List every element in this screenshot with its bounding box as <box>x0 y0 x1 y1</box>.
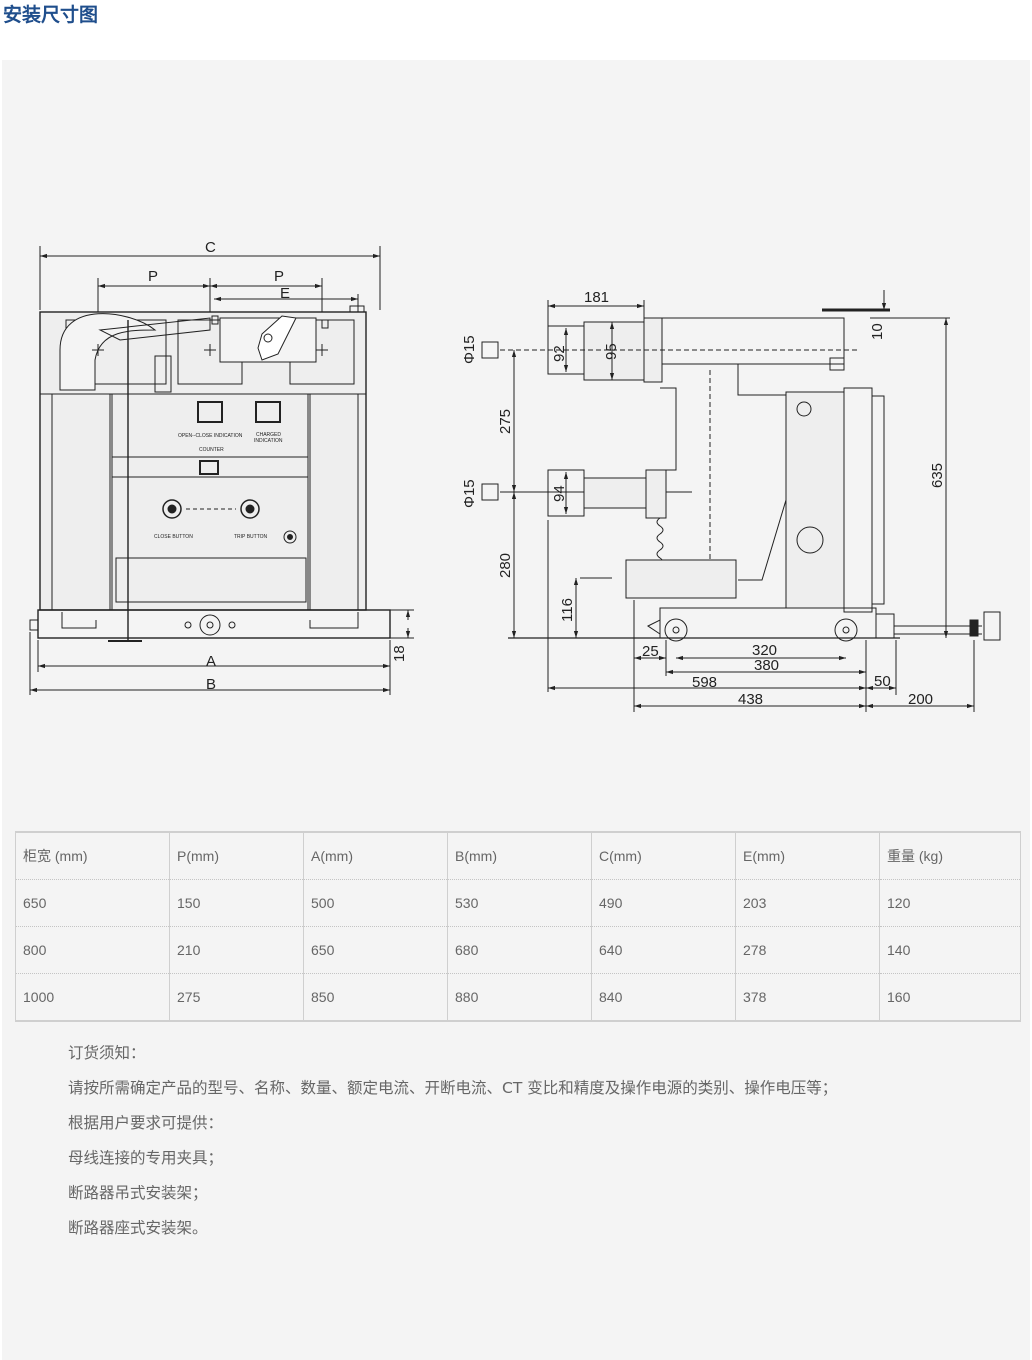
dim-18-label: 18 <box>391 645 408 662</box>
notes-line: 断路器吊式安装架； <box>68 1184 208 1202</box>
trip-button-label: TRIP BUTTON <box>234 534 268 540</box>
dim-200-label: 200 <box>908 691 933 708</box>
notes-heading: 订货须知： <box>68 1044 146 1062</box>
table-cell: 680 <box>447 926 592 974</box>
dim-320-label: 320 <box>752 642 777 659</box>
table-row: 800 210 650 680 640 278 140 <box>15 926 1021 974</box>
phi15-upper-label: Φ15 <box>461 335 478 364</box>
dim-25-label: 25 <box>642 643 659 660</box>
table-cell: 640 <box>591 926 736 974</box>
dim-50-label: 50 <box>874 673 891 690</box>
table-cell: 880 <box>447 973 592 1021</box>
notes-line: 断路器座式安装架。 <box>68 1219 208 1237</box>
table-cell: 1000 <box>15 973 170 1021</box>
table-header-cell: B(mm) <box>447 832 592 880</box>
installation-drawing: C P P E A B 18 OPEN--CLOSE INDICATION CH… <box>29 239 1001 712</box>
page-title: 安装尺寸图 <box>3 4 99 26</box>
table-cell: 650 <box>15 879 170 927</box>
table-header-cell: 柜宽 (mm) <box>15 832 170 880</box>
dim-280-label: 280 <box>497 553 514 578</box>
content-panel <box>2 60 1030 1360</box>
dim-10-label: 10 <box>869 323 886 340</box>
dim-635-label: 635 <box>929 463 946 488</box>
table-cell: 530 <box>447 879 592 927</box>
table-cell: 210 <box>169 926 304 974</box>
table-header-cell: P(mm) <box>169 832 304 880</box>
spec-table: 柜宽 (mm) P(mm) A(mm) B(mm) C(mm) E(mm) 重量… <box>15 831 1021 1022</box>
table-cell: 278 <box>735 926 880 974</box>
dim-94-label: 94 <box>551 485 568 502</box>
dim-598-label: 598 <box>692 674 717 691</box>
table-cell: 500 <box>303 879 448 927</box>
table-header-row: 柜宽 (mm) P(mm) A(mm) B(mm) C(mm) E(mm) 重量… <box>15 832 1021 880</box>
table-cell: 490 <box>591 879 736 927</box>
dim-p1-label: P <box>148 268 158 285</box>
table-cell: 850 <box>303 973 448 1021</box>
dim-380-label: 380 <box>754 657 779 674</box>
side-view <box>481 290 1001 712</box>
table-row: 650 150 500 530 490 203 120 <box>15 879 1021 927</box>
close-button-label: CLOSE BUTTON <box>154 534 193 540</box>
table-cell: 120 <box>879 879 1021 927</box>
table-cell: 160 <box>879 973 1021 1021</box>
front-view <box>29 246 414 695</box>
dim-c-label: C <box>205 239 216 256</box>
dim-438-label: 438 <box>738 691 763 708</box>
notes-line: 请按所需确定产品的型号、名称、数量、额定电流、开断电流、CT 变比和精度及操作电… <box>68 1079 838 1097</box>
dim-e-label: E <box>280 285 290 302</box>
table-cell: 275 <box>169 973 304 1021</box>
ordering-notes: 订货须知： 请按所需确定产品的型号、名称、数量、额定电流、开断电流、CT 变比和… <box>68 1036 837 1246</box>
phi15-lower-label: Φ15 <box>461 479 478 508</box>
table-header-cell: E(mm) <box>735 832 880 880</box>
table-header-cell: C(mm) <box>591 832 736 880</box>
table-cell: 800 <box>15 926 170 974</box>
indication-label: INDICATION <box>254 438 283 444</box>
table-cell: 378 <box>735 973 880 1021</box>
dim-181-label: 181 <box>584 289 609 306</box>
table-cell: 840 <box>591 973 736 1021</box>
table-header-cell: 重量 (kg) <box>879 832 1021 880</box>
charged-label: CHARGED <box>256 432 281 438</box>
table-header-cell: A(mm) <box>303 832 448 880</box>
dim-92-label: 92 <box>551 345 568 362</box>
notes-line: 母线连接的专用夹具； <box>68 1149 224 1167</box>
dim-b-label: B <box>206 676 216 693</box>
table-cell: 203 <box>735 879 880 927</box>
table-cell: 650 <box>303 926 448 974</box>
dim-a-label: A <box>206 653 216 670</box>
dim-95-label: 95 <box>603 343 620 360</box>
dim-p2-label: P <box>274 268 284 285</box>
table-row: 1000 275 850 880 840 378 160 <box>15 973 1021 1021</box>
dim-116-label: 116 <box>559 598 576 622</box>
notes-line: 根据用户要求可提供： <box>68 1114 224 1132</box>
dim-275-label: 275 <box>497 409 514 434</box>
open-close-indication-label: OPEN--CLOSE INDICATION <box>178 433 243 439</box>
counter-label: COUNTER <box>199 447 224 453</box>
table-cell: 140 <box>879 926 1021 974</box>
table-cell: 150 <box>169 879 304 927</box>
